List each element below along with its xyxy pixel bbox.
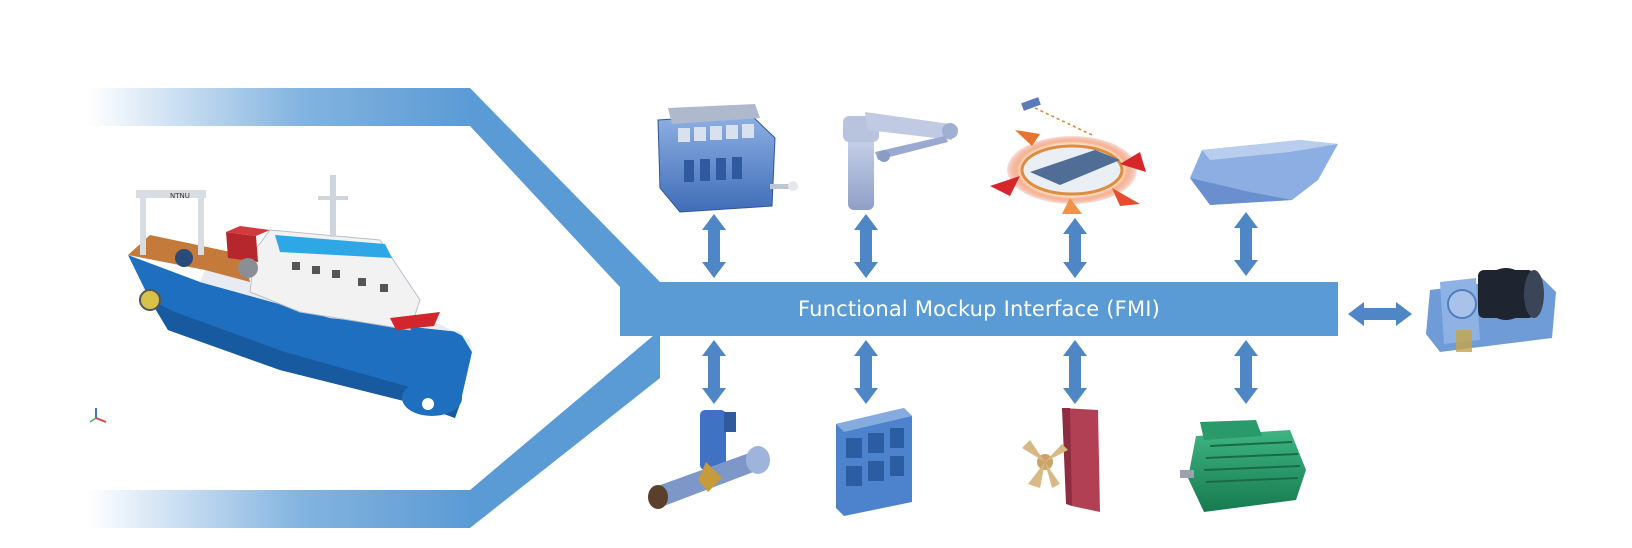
dynamic-positioning-icon [990,97,1146,214]
bracket-bottom-diagonal [470,330,660,528]
bracket-top-diagonal [470,88,660,330]
crane-icon [843,112,958,210]
double-arrow-motor [1234,340,1258,404]
switchboard-icon [836,408,912,516]
double-arrow-hull [1234,212,1258,276]
bracket-bottom-bar [88,490,470,528]
fmi-bus-label: Functional Mockup Interface (FMI) [797,297,1161,321]
double-arrow-positioning [1063,218,1087,278]
double-arrow-propeller [1063,340,1087,404]
double-arrow-thruster [702,340,726,404]
propeller-rudder-icon [1022,408,1100,512]
tunnel-thruster-icon [648,410,770,509]
axis-glyph-icon [89,408,107,423]
double-arrow-winch [1348,302,1412,326]
double-arrow-switchboard [854,340,878,404]
winch-icon [1426,268,1556,352]
double-arrow-engine [702,214,726,278]
diesel-engine-icon [657,104,798,213]
connector-arrows-top [702,212,1258,278]
hull-icon [1190,140,1338,205]
connector-arrows-bottom [702,340,1258,404]
fmi-bus [620,282,1338,336]
research-vessel-icon: NTNU [128,175,472,418]
funnel-text: NTNU [170,192,190,200]
vessel-bracket [88,88,660,528]
electric-motor-icon [1180,420,1306,512]
double-arrow-crane [854,214,878,278]
bracket-top-bar [88,88,470,126]
